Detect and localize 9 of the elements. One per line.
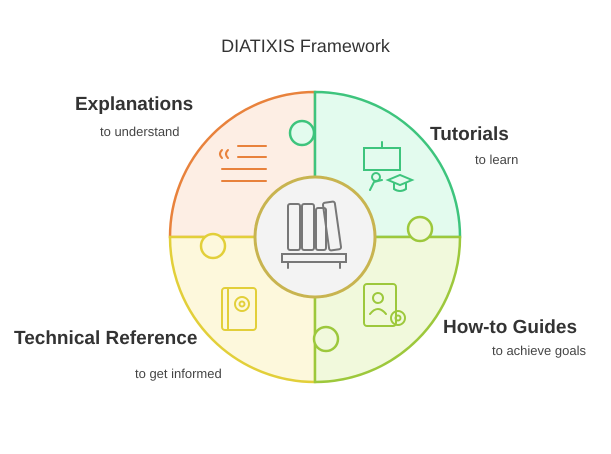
piece-subtitle: to understand (100, 124, 180, 139)
piece-subtitle: to achieve goals (492, 343, 586, 358)
piece-subtitle: to learn (475, 152, 518, 167)
piece-subtitle: to get informed (135, 366, 222, 381)
piece-heading: Technical Reference (14, 328, 198, 350)
piece-heading: Tutorials (430, 124, 509, 146)
piece-heading: Explanations (75, 94, 194, 116)
diagram-title: DIATIXIS Framework (220, 36, 391, 57)
piece-heading: How-to Guides (443, 317, 578, 339)
